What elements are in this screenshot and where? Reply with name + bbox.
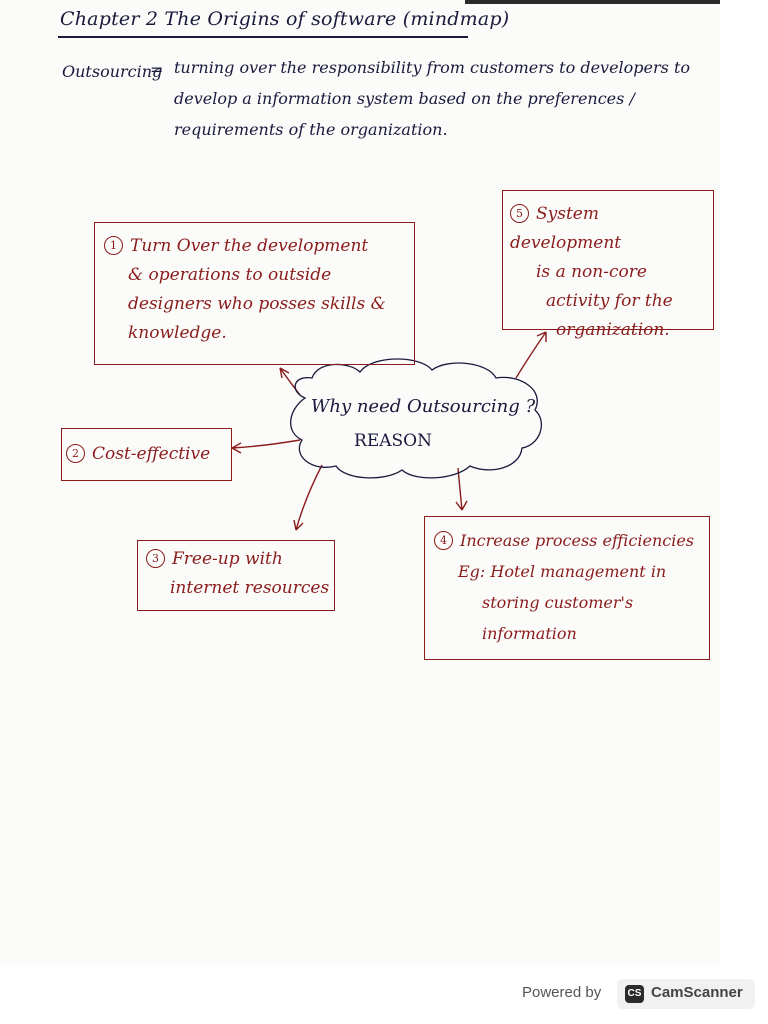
reason-4-line: Increase process efficiencies — [460, 531, 694, 550]
definition-text: turning over the responsibility from cus… — [174, 52, 694, 145]
powered-by-text: Powered by — [522, 984, 602, 1001]
reason-1-line: Turn Over the development — [130, 236, 369, 256]
reason-box-5 — [502, 190, 714, 330]
definition-term: Outsourcing — [62, 62, 163, 81]
reason-box-3 — [137, 540, 335, 611]
page-title: Chapter 2 The Origins of software (mindm… — [60, 8, 510, 30]
reason-1-line: designers who posses skills & — [128, 294, 386, 314]
reason-3-number: 3 — [146, 549, 165, 568]
reason-4-line: storing customer's — [482, 593, 634, 612]
scanned-page — [0, 0, 720, 965]
reason-5-line: System development — [510, 204, 622, 253]
reason-4-text: 4 Increase process efficiencies Eg: Hotel… — [434, 525, 708, 649]
reason-1-number: 1 — [104, 236, 123, 255]
reason-4-line: Eg: Hotel management in — [458, 562, 667, 581]
center-label: REASON — [354, 431, 432, 451]
reason-1-text: 1 Turn Over the development & operations … — [104, 232, 409, 348]
reason-4-line: information — [482, 624, 577, 643]
reason-5-line: activity for the — [546, 291, 673, 311]
reason-4-number: 4 — [434, 531, 453, 550]
reason-5-line: is a non-core — [536, 262, 647, 282]
reason-1-line: knowledge. — [128, 323, 227, 343]
reason-box-4 — [424, 516, 710, 660]
definition-line: turning over the responsibility from cus… — [174, 58, 691, 77]
page-edge-shadow — [465, 0, 720, 4]
camscanner-logo-icon: CS — [625, 985, 644, 1003]
center-question: Why need Outsourcing ? — [310, 396, 536, 417]
reason-3-text: 3 Free-up with internet resources — [146, 545, 331, 603]
title-underline — [58, 36, 468, 38]
definition-equals: = — [150, 60, 164, 79]
reason-5-number: 5 — [510, 204, 529, 223]
reason-3-line: Free-up with — [172, 549, 283, 569]
definition-line: requirements of the organization. — [174, 120, 448, 139]
reason-5-line: organization. — [556, 320, 670, 340]
reason-1-line: & operations to outside — [128, 265, 332, 285]
camscanner-name: CamScanner — [651, 984, 743, 1001]
reason-2-text: 2 Cost-effective — [66, 440, 231, 469]
reason-2-number: 2 — [66, 444, 85, 463]
camscanner-badge: CS CamScanner — [617, 979, 755, 1009]
definition-line: develop a information system based on th… — [174, 89, 635, 108]
reason-box-1 — [94, 222, 415, 365]
reason-box-2 — [61, 428, 232, 481]
reason-2-line: Cost-effective — [92, 444, 211, 464]
reason-3-line: internet resources — [170, 578, 330, 598]
